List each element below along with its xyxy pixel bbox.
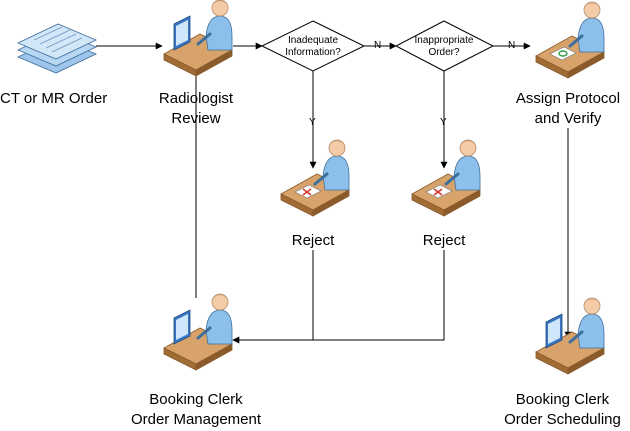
decision-inappropriate-line2: Order? xyxy=(428,47,460,58)
decision-inadequate-line2: Information? xyxy=(285,47,341,58)
decision-inappropriate-order xyxy=(394,20,495,72)
decision-inappropriate-line1: Inappropriate xyxy=(414,35,474,46)
radiologist-label: Radiologist Review xyxy=(136,89,256,129)
clerk-management-line1: Booking Clerk xyxy=(149,391,243,408)
clerk-scheduling-label: Booking Clerk Order Scheduling xyxy=(495,390,630,430)
assign-label: Assign Protocol and Verify xyxy=(503,89,630,129)
reject-worker-icon xyxy=(281,140,349,216)
reject-label-1: Reject xyxy=(291,232,335,249)
decision-inadequate-info xyxy=(260,20,366,72)
order-documents-icon xyxy=(17,23,97,74)
edge-label-n-1: N xyxy=(374,40,382,51)
edge-label-y-2: Y xyxy=(440,117,447,128)
reject-worker-icon xyxy=(412,140,480,216)
clerk-scheduling-line2: Order Scheduling xyxy=(504,411,621,428)
decision-inadequate-label: Inadequate Information? xyxy=(263,35,363,59)
edge-label-y-1: Y xyxy=(309,117,316,128)
edge-reject2-to-clerk xyxy=(232,250,445,344)
radiologist-line1: Radiologist xyxy=(158,90,234,107)
clerk-management-line2: Order Management xyxy=(130,411,262,428)
assign-line2: and Verify xyxy=(534,110,602,127)
radiologist-icon xyxy=(164,0,232,76)
reject-label-2: Reject xyxy=(422,232,466,249)
decision-inappropriate-label: Inappropriate Order? xyxy=(394,35,494,59)
clerk-scheduling-line1: Booking Clerk xyxy=(515,391,610,408)
booking-clerk-icon xyxy=(536,298,604,374)
booking-clerk-icon xyxy=(164,294,232,370)
decision-inadequate-line1: Inadequate xyxy=(287,35,339,46)
radiologist-line2: Review xyxy=(171,110,221,127)
order-label: CT or MR Order xyxy=(0,90,108,107)
assign-protocol-icon xyxy=(536,2,604,78)
clerk-management-label: Booking Clerk Order Management xyxy=(116,390,276,430)
assign-line1: Assign Protocol xyxy=(515,90,621,107)
edge-label-n-2: N xyxy=(508,40,516,51)
